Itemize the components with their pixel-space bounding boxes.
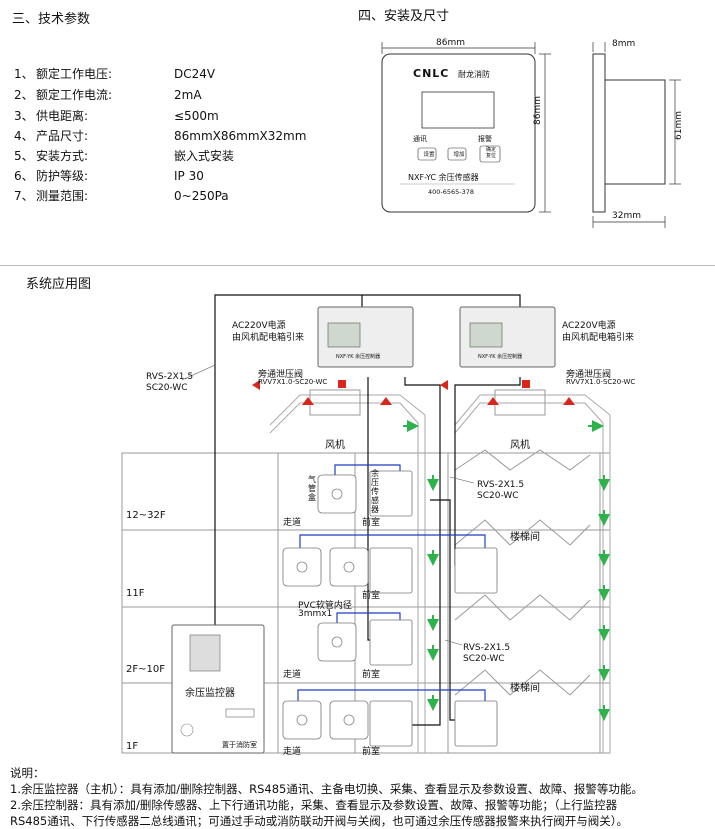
- side-depth-dim: 32mm: [612, 211, 641, 221]
- pvc-tube-size: 3mmx1: [298, 609, 333, 619]
- spec-value: 86mmX86mmX32mm: [174, 129, 307, 143]
- cable-spec-right-2: RVS-2X1.5: [463, 643, 511, 653]
- spec-value: IP 30: [174, 169, 204, 183]
- stairwell-label-1: 楼梯间: [510, 532, 540, 543]
- spec-num: 2、: [14, 88, 34, 102]
- controller-model-2: NXF-YK 余压控制器: [478, 354, 523, 360]
- spec-label: 额定工作电流:: [36, 88, 113, 102]
- cable-spec-left: RVS-2X1.5: [146, 372, 194, 382]
- bypass-valve-label-1: 旁通泄压阀: [258, 370, 304, 380]
- spec-num: 7、: [14, 189, 34, 203]
- pvc-tube-label: PVC软管内径: [298, 601, 352, 611]
- spec-num: 5、: [14, 149, 34, 163]
- bypass-valve-model-2: RVV7X1.0-SC20-WC: [566, 378, 636, 386]
- set-button: 设置: [423, 152, 435, 158]
- stairwell-label-2: 楼梯间: [510, 683, 540, 694]
- bypass-valve-label-2: 旁通泄压阀: [566, 370, 612, 380]
- bypass-valve-model-1: RVV7X1.0-SC20-WC: [258, 378, 328, 386]
- install-size-title: 四、安装及尺寸: [358, 9, 450, 24]
- comm-label: 通讯: [413, 135, 427, 143]
- tech-params-title: 三、技术参数: [12, 12, 91, 27]
- monitor-room-label: 置于消防室: [222, 741, 257, 749]
- spec-label: 防护等级:: [36, 169, 89, 183]
- floor-label-top: 12~32F: [126, 510, 166, 521]
- ac-label: AC220V电源: [232, 321, 286, 331]
- fan-label-2: 风机: [510, 440, 530, 451]
- device-model: NXF-YC 余压传感器: [408, 173, 479, 182]
- note-line: RS485通讯、下行传感器二总线通讯；可通过手动或消防联动开阀与关阀，也可通过余…: [10, 814, 628, 828]
- anteroom-label: 前室: [362, 747, 381, 757]
- add-button: 增加: [453, 152, 465, 158]
- cable-spec-right-1: RVS-2X1.5: [477, 480, 525, 490]
- cable-conduit-left: SC20-WC: [146, 383, 188, 393]
- system-diagram: [121, 294, 611, 754]
- spec-label: 安装方式:: [36, 149, 89, 163]
- notes: 说明： 1.余压监控器（主机）：具有添加/删除控制器、RS485通讯、主备电切换…: [10, 765, 710, 829]
- spec-label: 测量范围:: [36, 189, 89, 203]
- anteroom-label: 前室: [362, 518, 381, 528]
- controller-model-1: NXF-YK 余压控制器: [336, 354, 381, 360]
- spec-value: 0~250Pa: [174, 189, 229, 203]
- ac-label-2: AC220V电源: [562, 321, 616, 331]
- anteroom-label: 前室: [362, 670, 381, 680]
- device-side-drawing: [592, 42, 681, 228]
- anteroom-label: 前室: [362, 591, 381, 601]
- floor-label-1: 1F: [126, 741, 139, 752]
- cable-conduit-right-1: SC20-WC: [477, 491, 519, 501]
- spec-num: 6、: [14, 169, 34, 183]
- spec-label: 产品尺寸:: [36, 129, 89, 143]
- spec-value: ≤500m: [174, 109, 219, 123]
- notes-title: 说明：: [10, 766, 45, 780]
- fan-label-1: 风机: [325, 440, 345, 451]
- spec-num: 4、: [14, 129, 34, 143]
- ac-source-label: 由风机配电箱引来: [232, 333, 305, 343]
- spec-value: DC24V: [174, 67, 216, 81]
- corridor-label: 走道: [283, 518, 302, 528]
- note-line: 2.余压控制器：具有添加/删除传感器、上下行通讯功能，采集、查看显示及参数设置、…: [10, 798, 618, 812]
- cable-conduit-right-2: SC20-WC: [463, 654, 505, 664]
- brand-cn: 耐龙消防: [458, 70, 490, 79]
- air-tube-box-label: 气管盒: [308, 475, 316, 502]
- monitor-label: 余压监控器: [185, 688, 235, 699]
- front-height-dim: 86mm: [533, 96, 543, 125]
- ac-source-label-2: 由风机配电箱引来: [562, 333, 635, 343]
- spec-value: 嵌入式安装: [174, 149, 235, 163]
- spec-num: 1、: [14, 67, 34, 81]
- floor-label-11: 11F: [126, 588, 145, 599]
- floor-label-mid: 2F~10F: [126, 664, 165, 675]
- reset-button: 确定 复位: [485, 147, 496, 159]
- side-depth-top-dim: 8mm: [612, 39, 636, 49]
- device-phone: 400-6565-378: [428, 188, 475, 196]
- spec-num: 3、: [14, 109, 34, 123]
- spec-label: 供电距离:: [36, 109, 89, 123]
- spec-value: 2mA: [174, 88, 202, 102]
- note-line: 1.余压监控器（主机）：具有添加/删除控制器、RS485通讯、主备电切换、采集、…: [10, 782, 643, 796]
- brand-logo: CNLC: [413, 67, 450, 80]
- section-divider: [0, 265, 715, 266]
- system-diagram-title: 系统应用图: [26, 277, 92, 292]
- alarm-label: 报警: [478, 135, 492, 143]
- spec-label: 额定工作电压:: [36, 67, 113, 81]
- device-front-drawing: [381, 42, 551, 213]
- corridor-label: 走道: [283, 670, 302, 680]
- side-height-dim: 61mm: [674, 111, 684, 140]
- corridor-label: 走道: [283, 747, 302, 757]
- sensor-label: 余压传感器: [371, 469, 379, 514]
- front-width-dim: 86mm: [436, 38, 465, 48]
